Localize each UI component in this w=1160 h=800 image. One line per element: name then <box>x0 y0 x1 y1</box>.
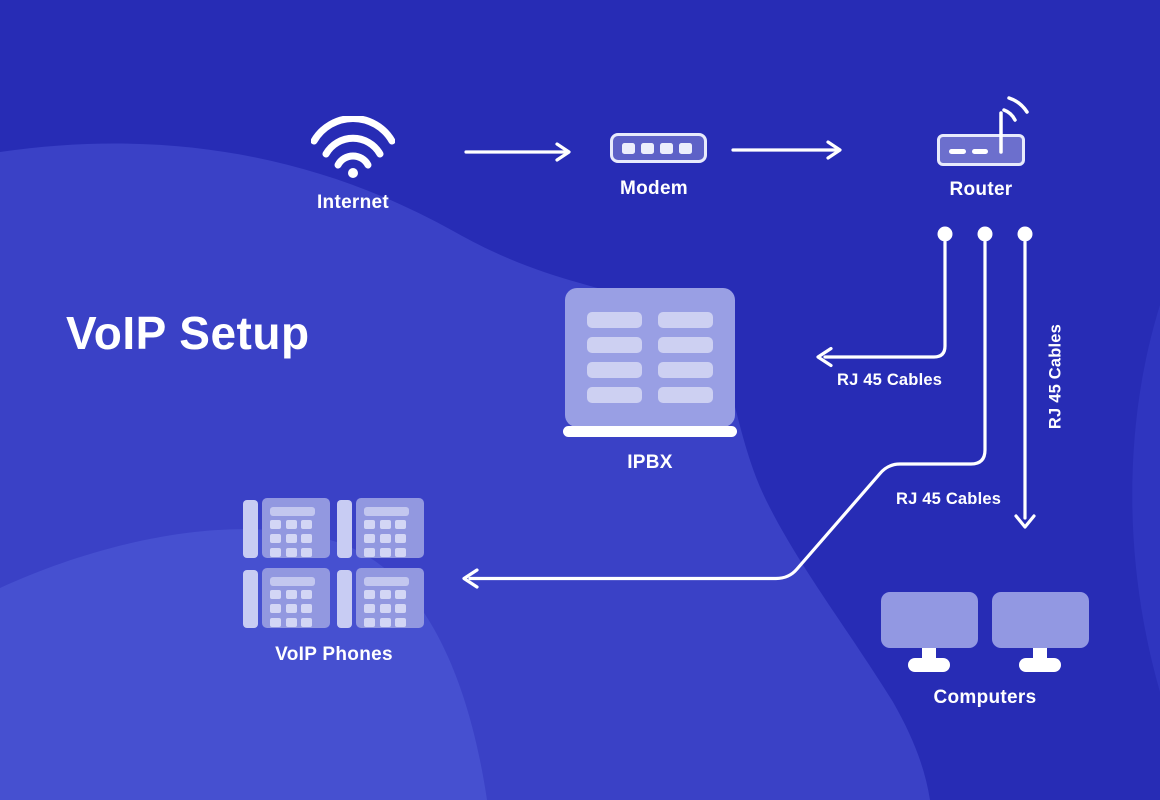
node-voip-phones: VoIP Phones <box>243 498 425 666</box>
desk-phone-icon <box>337 568 424 628</box>
router-body <box>937 134 1025 166</box>
server-slot <box>587 337 642 353</box>
modem-port <box>679 142 692 154</box>
computers-label: Computers <box>933 687 1037 708</box>
monitor-icon <box>992 592 1089 672</box>
rj45-label-phones: RJ 45 Cables <box>896 490 1002 508</box>
desk-phones-icons <box>243 498 424 628</box>
server-base-bar <box>563 426 737 437</box>
modem-port <box>622 142 635 154</box>
modem-icon <box>610 133 707 163</box>
modem-port <box>641 142 654 154</box>
router-dash <box>949 149 966 154</box>
wifi-icon <box>311 116 395 178</box>
server-slot <box>658 387 713 403</box>
server-slot <box>587 387 642 403</box>
node-router: Router <box>937 134 1025 201</box>
router-dash <box>972 149 988 154</box>
rj45-label-ipbx: RJ 45 Cables <box>837 371 943 389</box>
server-icon <box>563 288 737 438</box>
desk-phone-icon <box>243 498 330 558</box>
monitor-icon <box>881 592 978 672</box>
ipbx-label: IPBX <box>627 452 673 473</box>
desk-phone-icon <box>337 498 424 558</box>
node-ipbx: IPBX <box>563 288 737 474</box>
server-body <box>565 288 735 427</box>
server-slot <box>658 312 713 328</box>
server-slot <box>658 362 713 378</box>
internet-label: Internet <box>316 192 390 213</box>
modem-label: Modem <box>620 178 688 199</box>
server-slot <box>587 362 642 378</box>
background-wave-right <box>1132 305 1160 692</box>
rj45-label-computers: RJ 45 Cables <box>1046 323 1065 430</box>
router-icon <box>937 134 1025 166</box>
node-internet: Internet <box>311 116 395 214</box>
monitor-icons <box>881 592 1089 672</box>
node-modem: Modem <box>610 133 707 200</box>
node-computers: Computers <box>880 592 1090 709</box>
server-slot <box>658 337 713 353</box>
router-label: Router <box>949 179 1013 200</box>
server-slot <box>587 312 642 328</box>
voip-phones-label: VoIP Phones <box>275 644 393 665</box>
modem-port <box>660 142 673 154</box>
desk-phone-icon <box>243 568 330 628</box>
page-title: VoIP Setup <box>66 307 310 359</box>
